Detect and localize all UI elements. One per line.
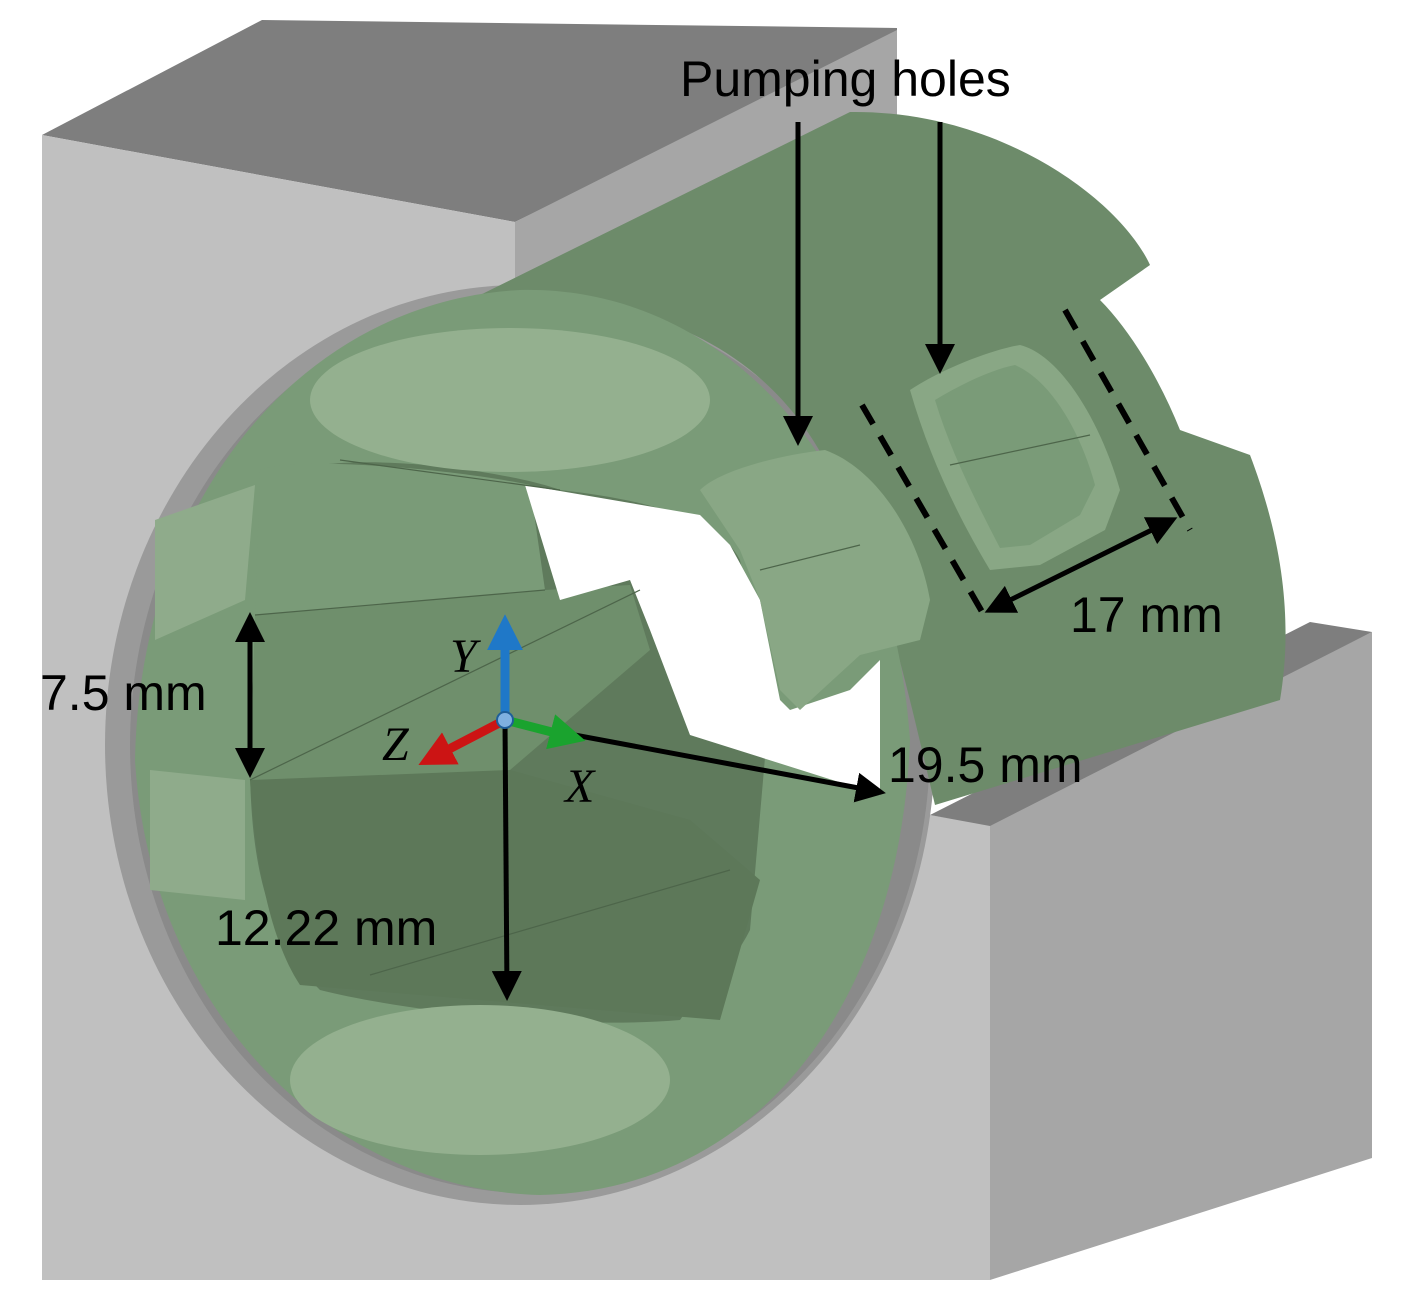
y-axis-label: Y: [450, 630, 481, 683]
sleeve-cutout-window: [525, 485, 880, 795]
sleeve-inner-upper-panel: [255, 463, 545, 615]
sleeve-bottom-lobe: [290, 1005, 670, 1155]
housing-top-face: [42, 20, 897, 222]
hole-length-arrow: [984, 517, 1178, 613]
groove-lines: [249, 434, 1091, 976]
pumping-holes-label: Pumping holes: [680, 51, 1011, 107]
x-axis-label: X: [563, 760, 596, 813]
outer-radius-label: 19.5 mm: [888, 737, 1083, 793]
sleeve-left-fin-upper: [155, 485, 255, 640]
sleeve-left-fin-lower: [150, 770, 245, 900]
slot-width-label: 7.5 mm: [40, 665, 207, 721]
pumping-hole-far-inner: [935, 365, 1095, 548]
sleeve-outer-body: [470, 111, 1286, 806]
sleeve: [135, 111, 1286, 1195]
inner-radius-arrow: [491, 721, 522, 1001]
z-axis-arrow: [418, 716, 508, 765]
z-axis-label: Z: [382, 718, 410, 771]
sleeve-top-lobe: [310, 328, 710, 472]
hole-length-label: 17 mm: [1070, 587, 1223, 643]
housing-lower-right-front: [990, 632, 1372, 1280]
x-axis-arrow: [503, 714, 586, 750]
axis-triad: [418, 614, 586, 765]
origin-point: [496, 711, 514, 729]
hole-dashed-outline: [859, 308, 1193, 624]
inner-radius-label: 12.22 mm: [215, 900, 437, 956]
pumping-hole-near: [700, 450, 930, 710]
